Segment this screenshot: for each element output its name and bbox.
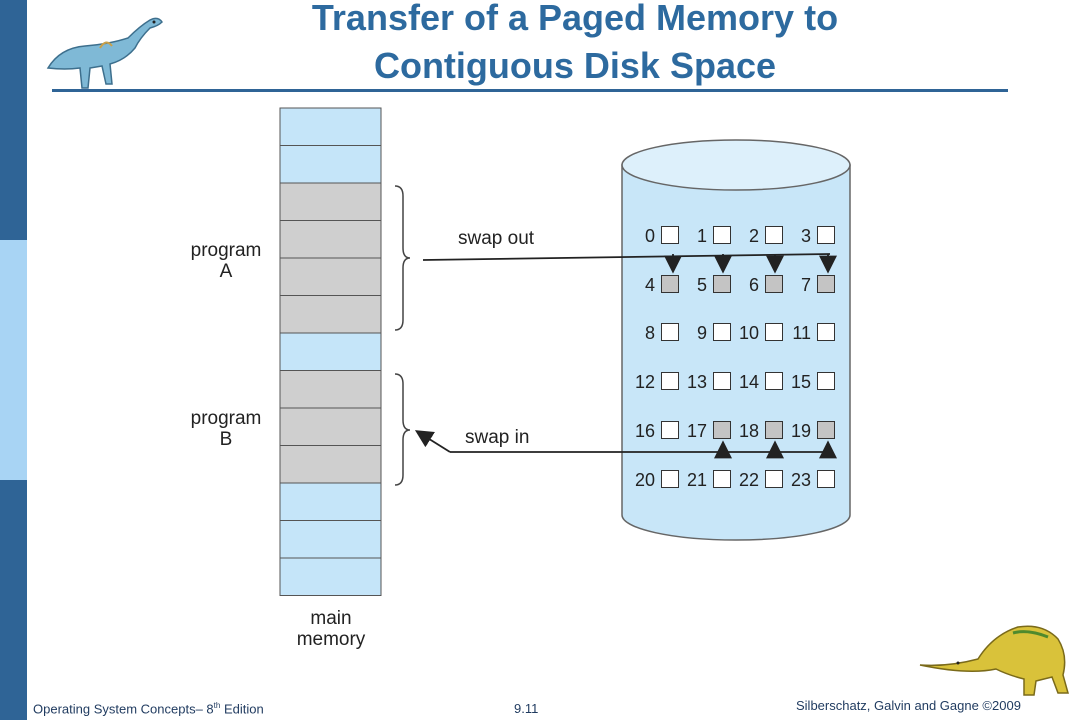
- disk-block-filled: [661, 275, 679, 293]
- disk-block-number: 14: [738, 372, 759, 392]
- title-line-1: Transfer of a Paged Memory to: [311, 0, 839, 38]
- disk-block-number: 0: [644, 226, 655, 246]
- disk-block-empty: [765, 323, 783, 341]
- disk-block-filled: [817, 275, 835, 293]
- memory-frame-free: [279, 332, 382, 371]
- memory-frame-program-A: [279, 182, 382, 221]
- main-memory-label: main memory: [296, 608, 366, 650]
- disk-block-empty: [713, 323, 731, 341]
- disk-block-empty: [661, 323, 679, 341]
- disk-block-number: 2: [748, 226, 759, 246]
- disk-block-number: 21: [686, 470, 707, 490]
- disk-block-number: 17: [686, 421, 707, 441]
- disk-block-empty: [817, 226, 835, 244]
- swap-in-arrows: [414, 430, 837, 459]
- disk-block-number: 20: [634, 470, 655, 490]
- title-underline: [52, 89, 1008, 92]
- footer-copyright: Silberschatz, Galvin and Gagne ©2009: [796, 698, 1021, 713]
- disk-block-empty: [765, 226, 783, 244]
- footer-book-title: Operating System Concepts– 8th Edition: [33, 701, 264, 717]
- disk-block-number: 19: [790, 421, 811, 441]
- disk-block-number: 7: [800, 275, 811, 295]
- memory-frame-free: [279, 520, 382, 559]
- disk-block-empty: [817, 323, 835, 341]
- disk-block-empty: [817, 470, 835, 488]
- disk-block-number: 23: [790, 470, 811, 490]
- swap-in-label: swap in: [465, 427, 530, 448]
- title-line-2: Contiguous Disk Space: [373, 45, 777, 86]
- memory-frame-free: [279, 557, 382, 596]
- swap-out-label: swap out: [458, 228, 535, 249]
- disk-block-number: 6: [748, 275, 759, 295]
- disk-block-empty: [765, 372, 783, 390]
- program-a-label: program A: [190, 240, 262, 282]
- disk-block-number: 18: [738, 421, 759, 441]
- disk-block-filled: [817, 421, 835, 439]
- program-b-label: program B: [190, 408, 262, 450]
- memory-frame-program-B: [279, 407, 382, 446]
- page-title: Transfer of a Paged Memory to Contiguous…: [230, 0, 920, 90]
- disk-block-filled: [765, 275, 783, 293]
- disk-block-empty: [661, 372, 679, 390]
- disk-block-number: 15: [790, 372, 811, 392]
- disk-block-number: 16: [634, 421, 655, 441]
- disk-block-number: 3: [800, 226, 811, 246]
- disk-block-empty: [661, 470, 679, 488]
- memory-frame-free: [279, 482, 382, 521]
- disk-block-number: 10: [738, 323, 759, 343]
- disk-block-empty: [661, 226, 679, 244]
- disk-block-empty: [713, 372, 731, 390]
- disk-block-empty: [713, 470, 731, 488]
- memory-frame-program-A: [279, 257, 382, 296]
- disk-block-number: 12: [634, 372, 655, 392]
- disk-block-number: 4: [644, 275, 655, 295]
- memory-frame-program-B: [279, 445, 382, 484]
- disk-block-number: 22: [738, 470, 759, 490]
- sidebar-highlight: [0, 240, 27, 480]
- program-a-brace: [394, 185, 411, 331]
- disk-block-empty: [713, 226, 731, 244]
- disk-block-filled: [765, 421, 783, 439]
- memory-frame-program-B: [279, 370, 382, 409]
- program-b-brace: [394, 373, 411, 486]
- disk-block-number: 5: [696, 275, 707, 295]
- memory-frame-free: [279, 145, 382, 184]
- swap-out-arrows: [422, 253, 837, 274]
- main-memory-column: [279, 107, 382, 596]
- dinosaur-footer-icon: [919, 625, 1069, 696]
- footer-page-number: 9.11: [514, 701, 539, 716]
- dinosaur-logo-icon: [46, 17, 163, 89]
- disk-block-number: 11: [792, 323, 811, 343]
- memory-frame-free: [279, 107, 382, 146]
- disk-block-number: 9: [696, 323, 707, 343]
- memory-frame-program-A: [279, 295, 382, 334]
- disk-block-filled: [713, 275, 731, 293]
- disk-block-empty: [817, 372, 835, 390]
- disk-block-number: 8: [644, 323, 655, 343]
- disk-block-number: 13: [686, 372, 707, 392]
- disk-block-number: 1: [696, 226, 707, 246]
- disk-block-filled: [713, 421, 731, 439]
- left-sidebar-bar: [0, 0, 27, 720]
- disk-block-empty: [765, 470, 783, 488]
- memory-frame-program-A: [279, 220, 382, 259]
- disk-block-empty: [661, 421, 679, 439]
